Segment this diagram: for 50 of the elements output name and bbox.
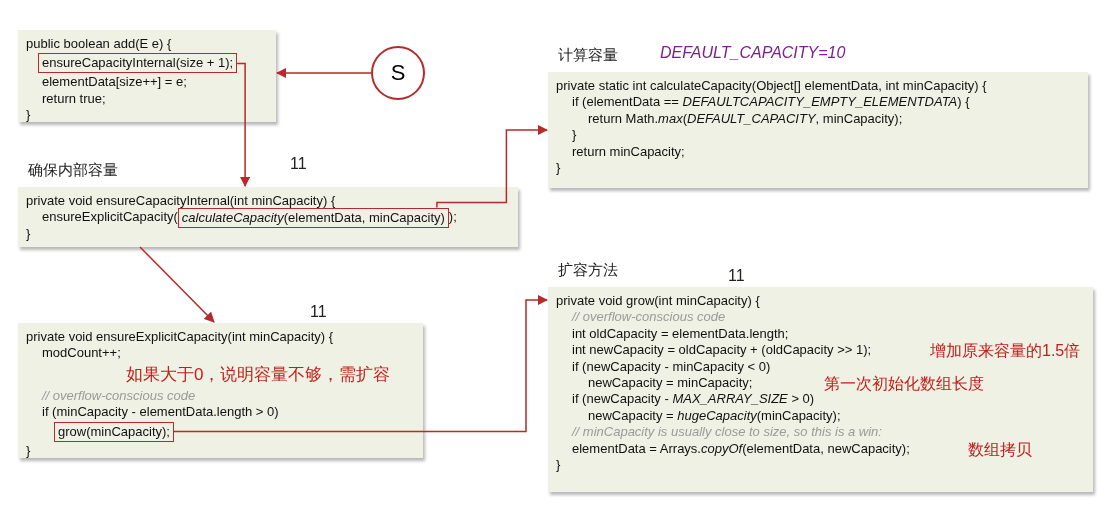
arrow [436, 124, 549, 209]
step-number: 11 [728, 267, 745, 285]
code-line: if (newCapacity - minCapacity < 0) [572, 358, 771, 375]
code-line: return true; [42, 90, 106, 108]
step-number: 11 [290, 155, 307, 173]
step-circle: S [371, 46, 425, 100]
code-line: int newCapacity = oldCapacity + (oldCapacity >> 1); [572, 342, 872, 359]
code-line: newCapacity = hugeCapacity(minCapacity); [588, 407, 841, 425]
code-line: private void grow(int minCapacity) { [556, 293, 760, 310]
arrow [173, 294, 549, 433]
code-line: } [26, 442, 31, 459]
code-line: } [26, 107, 31, 124]
code-line: elementData[size++] = e; [42, 74, 187, 91]
code-line: if (newCapacity - MAX_ARRAY_SIZE > 0) [572, 391, 815, 408]
annotation-text: 数组拷贝 [968, 439, 1032, 460]
code-line: ); [448, 209, 457, 226]
code-line: } [26, 225, 31, 243]
code-comment: // overflow-conscious code [572, 309, 726, 326]
step-number: 11 [310, 303, 327, 321]
code-line: private void ensureExplicitCapacity(int minCapacity) { [26, 329, 334, 346]
code-line: } [556, 159, 561, 177]
code-line: } [556, 456, 561, 474]
code-line: if (minCapacity - elementData.length > 0) [42, 404, 279, 421]
highlight-box: grow(minCapacity); [54, 421, 174, 442]
constant-label: DEFAULT_CAPACITY=10 [660, 44, 846, 62]
code-line: elementData = Arrays.copyOf(elementData, newCapacity); [572, 440, 910, 457]
code-comment: // overflow-conscious code [42, 387, 196, 405]
section-heading: 计算容量 [558, 46, 618, 65]
section-heading: 确保内部容量 [28, 161, 118, 180]
code-line: return Math.max(DEFAULT_CAPACITY, minCapacity); [588, 110, 903, 128]
arrow [236, 62, 251, 188]
highlight-box: calculateCapacity(elementData, minCapacity) [177, 207, 449, 228]
code-line: newCapacity = minCapacity; [588, 374, 753, 392]
arrow [275, 67, 372, 79]
code-line: return minCapacity; [572, 143, 685, 160]
code-comment: // minCapacity is usually close to size, so this is a win: [572, 424, 882, 441]
code-line: private static int calculateCapacity(Object[] elementData, int minCapacity) { [556, 78, 987, 95]
code-line: ensureExplicitCapacity( [42, 209, 178, 226]
code-line: if (elementData == DEFAULTCAPACITY_EMPTY_ELEMENTDATA) { [572, 94, 970, 111]
code-line: int oldCapacity = elementData.length; [572, 325, 789, 343]
annotation-text: 如果大于0，说明容量不够，需扩容 [126, 364, 391, 387]
highlight-box: ensureCapacityInternal(size + 1); [38, 53, 238, 74]
arrow [139, 246, 215, 323]
annotation-text: 第一次初始化数组长度 [824, 373, 984, 394]
code-line: private void ensureCapacityInternal(int minCapacity) { [26, 193, 336, 210]
annotation-text: 增加原来容量的1.5倍 [930, 341, 1081, 362]
code-line: } [572, 127, 577, 144]
code-line: modCount++; [42, 345, 121, 362]
code-line: public boolean add(E e) { [26, 36, 172, 53]
section-heading: 扩容方法 [558, 261, 618, 280]
